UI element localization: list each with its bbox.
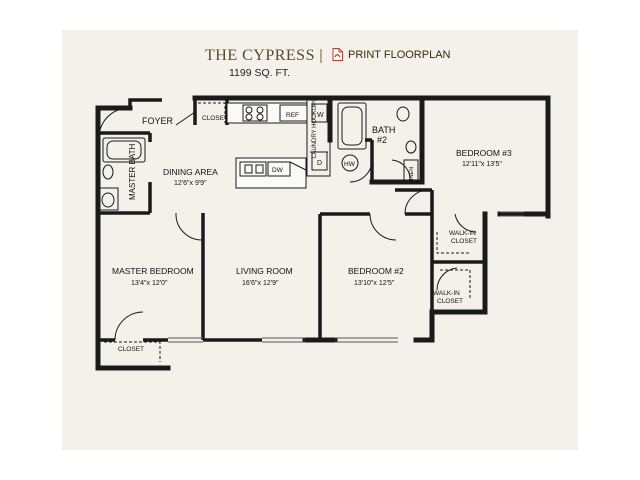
label-dining-dim: 12'6"x 9'9": [174, 180, 207, 187]
label-walkin2-b: CLOSET: [437, 298, 463, 305]
label-master-bedroom-dim: 13'4"x 12'0": [131, 280, 168, 287]
print-floorplan-label: PRINT FLOORPLAN: [348, 48, 451, 61]
label-washer: W: [317, 112, 324, 119]
kitchen: [226, 102, 308, 189]
exterior-walls: [95, 95, 551, 371]
label-foyer: FOYER: [142, 116, 174, 126]
label-bedroom3-dim: 12'11"x 13'5": [462, 161, 502, 168]
label-linen: LINEN: [409, 167, 415, 183]
laundry: [306, 99, 331, 177]
print-floorplan-link[interactable]: PRINT FLOORPLAN: [332, 48, 451, 61]
label-bedroom3: BEDROOM #3: [456, 148, 512, 158]
label-master-bedroom: MASTER BEDROOM: [112, 266, 194, 276]
label-bedroom2-dim: 13'10"x 12'5": [354, 280, 395, 287]
closet-shelves: [104, 102, 471, 362]
label-ref: REF: [286, 112, 299, 119]
label-living-room-dim: 16'6"x 12'9": [242, 280, 279, 287]
label-closet-foyer: CLOSET: [202, 115, 228, 122]
label-bath2: BATH: [372, 125, 395, 135]
label-living-room: LIVING ROOM: [236, 266, 293, 276]
header-separator: |: [319, 47, 323, 64]
plan-title: THE CYPRESS: [205, 47, 315, 64]
square-footage: 1199 SQ. FT.: [229, 67, 291, 79]
label-dryer: D: [317, 160, 322, 167]
windows: [168, 211, 524, 343]
label-bath2-num: #2: [377, 135, 387, 145]
bath2-fixtures: [337, 102, 419, 185]
door-swings: [99, 107, 477, 341]
label-bedroom2: BEDROOM #2: [348, 266, 404, 276]
pdf-icon: [332, 48, 343, 61]
label-walkin2-a: WALK-IN: [433, 290, 460, 297]
label-master-bath: MASTER BATH: [128, 143, 137, 200]
master-bath-fixtures: [99, 137, 146, 211]
label-hw: HW: [344, 161, 356, 168]
interior-walls: [96, 98, 485, 368]
label-dw: DW: [272, 167, 284, 174]
label-walkin1-a: WALK-IN: [449, 230, 476, 237]
label-dining: DINING AREA: [163, 167, 218, 177]
label-laundry: LAUNDRY HOOKUPS: [312, 98, 318, 158]
label-closet-master: CLOSET: [118, 346, 144, 353]
label-walkin1-b: CLOSET: [451, 238, 477, 245]
